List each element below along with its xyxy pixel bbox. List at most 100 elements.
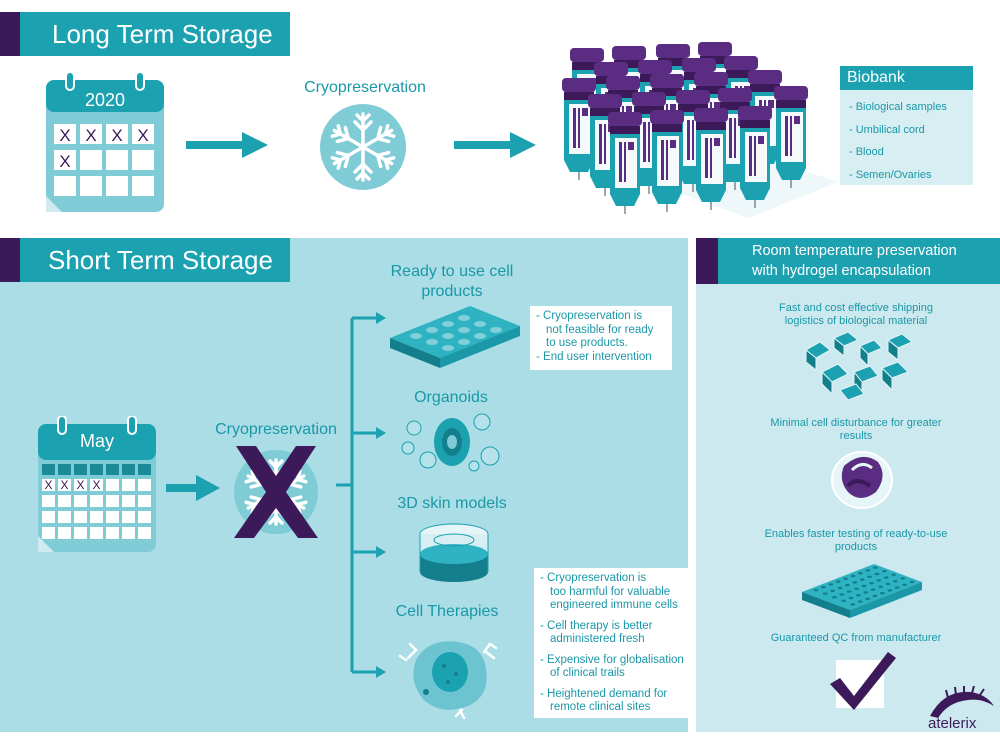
header-accent [696, 238, 718, 284]
organoid-icon [401, 413, 500, 472]
well-dot [859, 578, 865, 581]
crossed-snowflake-icon [234, 446, 318, 538]
room-temp-title-line1: Room temperature preservation [752, 243, 957, 259]
calendar-may-icon: May X X X X [38, 416, 156, 552]
calendar-mark: X [59, 126, 70, 145]
well-dot [902, 583, 907, 586]
well-dot [874, 572, 880, 576]
calendar-year: 2020 [85, 90, 125, 110]
well-dot [909, 580, 915, 584]
calendar-month: May [80, 431, 114, 451]
well-dot [883, 576, 889, 579]
room-temp-title-line2: with hydrogel encapsulation [752, 263, 931, 279]
calendar-2020-icon: 2020 X X X X X [46, 72, 164, 212]
well-dot [848, 596, 854, 600]
immune-cell-icon [398, 641, 498, 720]
calendar-mark: X [137, 126, 148, 145]
well-plate-icon [390, 306, 520, 368]
biobank-item: - Blood [849, 146, 884, 158]
multiwell-plate-icon [802, 564, 922, 618]
well-dot [865, 569, 871, 572]
well-dot [887, 589, 893, 592]
well-dot [870, 588, 876, 591]
well-dot [821, 586, 826, 589]
branch-connector [336, 312, 386, 678]
arrow-right-icon [166, 475, 220, 501]
checkmark-icon [830, 652, 896, 710]
sample-vials-icon [561, 42, 838, 218]
calendar-mark: X [44, 478, 52, 492]
arrow-right-icon [186, 132, 268, 158]
long-term-cryo-label: Cryopreservation [304, 79, 426, 96]
hydrogel-cubes-icon [805, 332, 913, 401]
well-dot [852, 581, 858, 584]
short-term-cryo-label: Cryopreservation [215, 421, 337, 438]
benefit-guaranteed-qc: Guaranteed QC from manufacturer [770, 632, 942, 644]
encapsulated-cell-icon [831, 451, 893, 509]
well-dot [850, 574, 856, 578]
header-accent [0, 238, 20, 282]
well-dot [894, 586, 900, 589]
well-dot [839, 593, 845, 596]
well-dot [865, 597, 870, 600]
short-term-title: Short Term Storage [48, 245, 273, 275]
branch-label-organoids: Organoids [414, 389, 488, 406]
well-dot [869, 582, 874, 585]
calendar-mark: X [60, 478, 68, 492]
well-dot [872, 566, 878, 569]
well-dot [837, 586, 843, 590]
well-dot [854, 587, 859, 590]
well-dot [867, 575, 872, 578]
calendar-mark: X [85, 126, 96, 145]
brand-name: atelerix [928, 715, 977, 732]
biobank-box: Biobank - Biological samples - Umbilical… [840, 66, 973, 185]
calendar-mark: X [59, 152, 70, 171]
well-dot [858, 572, 863, 575]
calendar-mark: X [111, 126, 122, 145]
well-dot [845, 584, 850, 587]
long-term-title: Long Term Storage [52, 19, 273, 49]
biobank-item: - Biological samples [849, 101, 947, 113]
biobank-item: - Umbilical cord [849, 123, 925, 136]
well-dot [828, 583, 834, 586]
well-dot [882, 570, 887, 573]
well-dot [813, 588, 819, 592]
well-dot [872, 594, 878, 598]
atelerix-logo: atelerix [928, 686, 994, 732]
short-term-header: Short Term Storage [0, 238, 290, 282]
well-dot [863, 591, 869, 594]
well-dot [832, 596, 837, 599]
well-dot [878, 585, 883, 588]
well-dot [835, 580, 841, 583]
biobank-item: - Semen/Ovaries [849, 168, 932, 181]
well-dot [876, 579, 882, 582]
biobank-title: Biobank [840, 66, 973, 90]
well-dot [880, 592, 885, 595]
calendar-mark: X [76, 478, 84, 492]
arrow-right-icon [454, 132, 536, 158]
well-dot [841, 599, 846, 602]
well-dot [893, 580, 898, 583]
well-dot [891, 573, 896, 576]
well-dot [857, 600, 863, 603]
well-dot [843, 577, 848, 580]
well-dot [885, 582, 891, 586]
well-dot [850, 603, 856, 606]
well-dot [822, 592, 828, 595]
branch-label-cell-products: Ready to use cell products [390, 263, 514, 300]
branch-label-cell-therapies: Cell Therapies [395, 603, 499, 620]
skin-model-icon [419, 523, 489, 582]
note-box-ready-products: - Cryopreservation is not feasible for r… [530, 306, 672, 370]
snowflake-icon [320, 104, 406, 190]
well-dot [900, 577, 906, 580]
room-temp-header: Room temperature preservation with hydro… [696, 238, 1000, 284]
calendar-mark: X [92, 478, 100, 492]
well-dot [861, 584, 867, 588]
well-dot [856, 594, 861, 597]
well-dot [846, 590, 852, 593]
header-accent [0, 12, 20, 56]
long-term-header: Long Term Storage [0, 12, 290, 56]
